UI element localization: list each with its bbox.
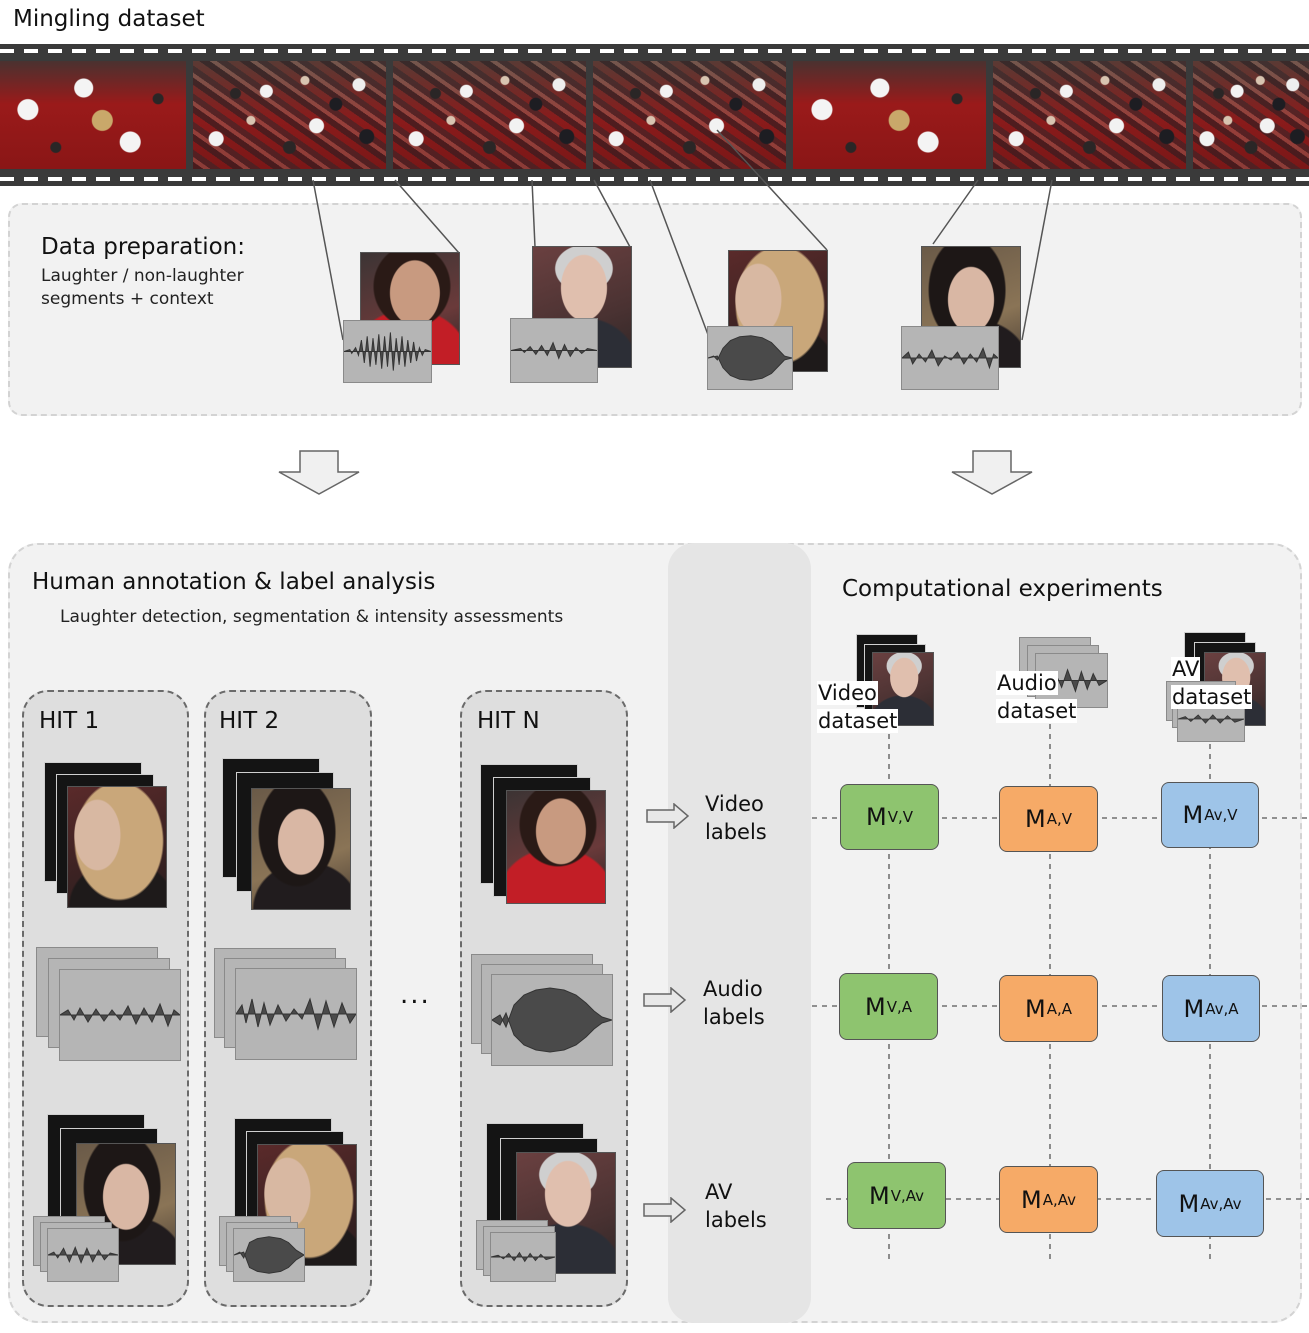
hit-1-av-clip-audio (47, 1228, 119, 1282)
av-labels: AV labels (705, 1180, 767, 1232)
computational-experiments-title: Computational experiments (842, 576, 1163, 602)
film-frame-4 (593, 61, 786, 169)
data-preparation-subtitle-1: Laughter / non-laughter (41, 266, 244, 286)
audio-labels: Audio labels (703, 977, 765, 1029)
hit-n-audio-clip (491, 974, 613, 1066)
arrow-to-video-labels (646, 803, 690, 829)
data-preparation-title: Data preparation: (41, 234, 245, 260)
hit-2-audio-clip (235, 968, 357, 1060)
labels-column (668, 543, 811, 1323)
hit-ellipsis: ... (400, 980, 431, 1010)
arrow-to-audio-labels (643, 987, 687, 1013)
segment-connector-lines (312, 129, 1053, 341)
hit-1-title: HIT 1 (39, 708, 100, 734)
video-film-strip (0, 44, 1309, 186)
arrow-to-av-labels (643, 1197, 687, 1223)
human-annotation-title: Human annotation & label analysis (32, 569, 436, 595)
hit-n-av-clip-audio (490, 1232, 556, 1282)
film-frame-1 (0, 61, 186, 169)
film-frame-2 (193, 61, 386, 169)
hit-n-title: HIT N (477, 708, 540, 734)
segment-audio-waveform-2 (510, 318, 598, 383)
hit-2-title: HIT 2 (219, 708, 280, 734)
human-annotation-subtitle: Laughter detection, segmentation & inten… (60, 607, 564, 627)
data-preparation-subtitle-2: segments + context (41, 289, 214, 309)
film-perforation-bottom (0, 177, 1309, 181)
down-arrow-experiments (951, 450, 1033, 495)
segment-audio-waveform-4 (901, 326, 999, 390)
film-frame-7 (1193, 61, 1309, 169)
hit-2-video-clip (251, 788, 351, 910)
film-perforation-top (0, 49, 1309, 53)
hit-1-video-clip (67, 786, 167, 908)
video-labels: Video labels (705, 792, 767, 844)
segment-audio-waveform-3 (707, 326, 793, 390)
data-preparation-panel (8, 203, 1302, 416)
mingling-dataset-title: Mingling dataset (13, 6, 205, 32)
film-frame-6 (993, 61, 1186, 169)
hit-2-av-clip-audio (233, 1228, 305, 1282)
down-arrow-annotation (278, 450, 360, 495)
film-frame-3 (393, 61, 586, 169)
hit-1-audio-clip (59, 969, 181, 1061)
film-frame-5 (793, 61, 986, 169)
hit-n-video-clip (506, 790, 606, 904)
segment-audio-waveform-1 (343, 320, 432, 383)
